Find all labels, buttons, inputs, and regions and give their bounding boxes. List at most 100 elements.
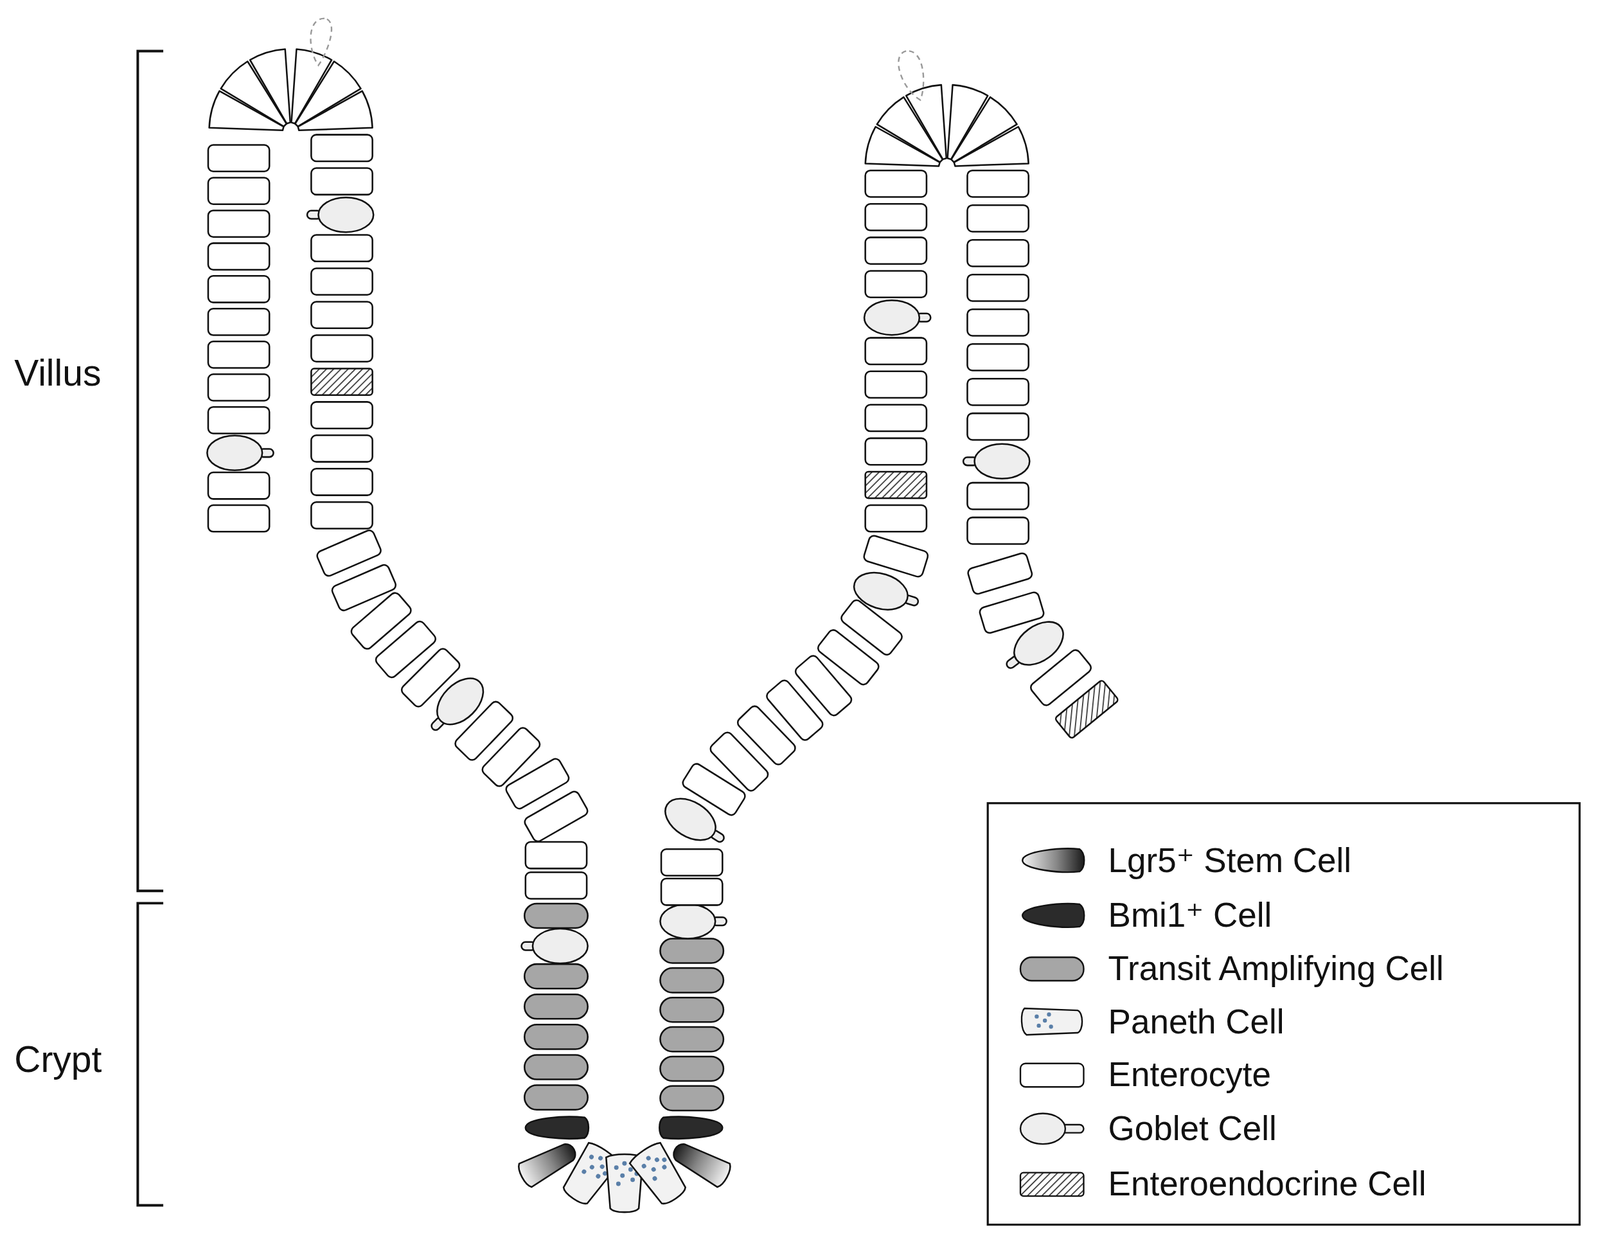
enterocyte: [967, 517, 1029, 544]
transit-amplifying-cell: [659, 1026, 723, 1052]
shedding-cell: [310, 18, 924, 101]
cell: [208, 373, 270, 401]
tip-enterocyte: [298, 91, 373, 131]
enterocyte: [865, 404, 927, 432]
cell: [311, 468, 373, 495]
enterocyte: [208, 341, 270, 368]
enterocyte: [208, 177, 270, 204]
legend-text: Lgr5⁺ Stem Cell: [1108, 839, 1352, 881]
cell: [659, 1056, 723, 1081]
granule: [630, 1177, 635, 1182]
cell: [967, 204, 1029, 232]
goblet-cell: [864, 300, 920, 335]
enterocyte: [967, 343, 1029, 371]
granule: [645, 1154, 652, 1162]
enterocyte: [967, 309, 1029, 336]
cell: [208, 341, 270, 368]
enterocyte: [311, 468, 373, 495]
enterocyte: [311, 267, 373, 295]
granule: [622, 1161, 627, 1166]
cell: [967, 413, 1029, 440]
goblet-cell: [206, 435, 263, 471]
lgr5-stem-cell: [668, 1137, 734, 1189]
cell: [208, 505, 270, 532]
enterocyte: [311, 334, 373, 362]
cell: [967, 343, 1029, 371]
tip-enterocyte: [249, 49, 291, 125]
legend-text: Transit Amplifying Cell: [1108, 947, 1444, 989]
transit-amplifying-cell: [524, 994, 588, 1019]
transit-amplifying-cell: [659, 967, 723, 993]
enterocyte: [208, 242, 270, 270]
cell: [967, 239, 1029, 267]
cell: [1054, 679, 1119, 739]
enterocyte: [865, 438, 927, 465]
cell: [524, 1024, 588, 1049]
bmi1-cell: [525, 1116, 589, 1139]
enterocyte: [865, 505, 927, 532]
cell: [524, 903, 588, 928]
legend-text: Enterocyte: [1108, 1053, 1272, 1095]
enterocyte: [208, 144, 270, 171]
granule: [661, 1163, 668, 1171]
granule: [620, 1173, 625, 1178]
cell: [967, 551, 1034, 596]
enterocyte: [525, 841, 587, 869]
transit-amplifying-cell: [524, 1085, 588, 1110]
cell: [311, 301, 373, 328]
cell: [208, 275, 270, 303]
cell: [311, 401, 373, 428]
transit-amplifying-cell: [659, 997, 723, 1022]
enterocyte: [208, 210, 270, 237]
cell: [311, 501, 373, 529]
cell: [307, 197, 374, 232]
transit-amplifying-cell: [524, 903, 588, 928]
enteroendocrine-cell: [311, 368, 373, 395]
goblet-cell: [974, 444, 1031, 479]
enterocyte: [208, 373, 270, 401]
granule: [654, 1156, 661, 1164]
legend-box: [987, 803, 1580, 1225]
enterocyte: [311, 168, 373, 195]
granule: [588, 1153, 596, 1160]
transit-amplifying-cell: [659, 938, 723, 963]
cell: [963, 444, 1030, 479]
enterocyte: [865, 170, 927, 197]
cell: [525, 841, 587, 869]
cell: [865, 438, 927, 465]
enterocyte: [967, 239, 1029, 267]
cell: [525, 1116, 589, 1139]
cell: [865, 371, 927, 398]
cell: [311, 368, 373, 395]
cell: [311, 267, 373, 295]
cell: [311, 168, 373, 195]
cell: [862, 534, 930, 578]
epithelium: [206, 49, 1119, 1213]
cell: [311, 435, 373, 462]
bracket: [137, 50, 164, 1205]
cell: [865, 404, 927, 432]
transit-amplifying-cell: [524, 963, 588, 989]
cell: [524, 1054, 588, 1079]
enterocyte: [862, 534, 930, 578]
transit-amplifying-cell: [659, 1085, 723, 1111]
legend-text: Bmi1⁺ Cell: [1108, 895, 1273, 937]
cell: [311, 235, 373, 262]
cell: [661, 848, 723, 876]
cell: [661, 878, 723, 905]
goblet-cell: [318, 197, 374, 232]
enterocyte: [208, 275, 270, 303]
cell: [865, 471, 927, 498]
enterocyte: [311, 301, 373, 328]
cell: [865, 237, 927, 264]
granule: [628, 1166, 633, 1172]
enterocyte: [311, 501, 373, 529]
enterocyte: [967, 413, 1029, 440]
granule: [598, 1163, 606, 1170]
cell: [865, 170, 927, 197]
granule: [580, 1168, 588, 1175]
bmi1-cell: [659, 1116, 723, 1139]
tip-enterocyte: [906, 84, 947, 160]
cell: [967, 274, 1029, 301]
